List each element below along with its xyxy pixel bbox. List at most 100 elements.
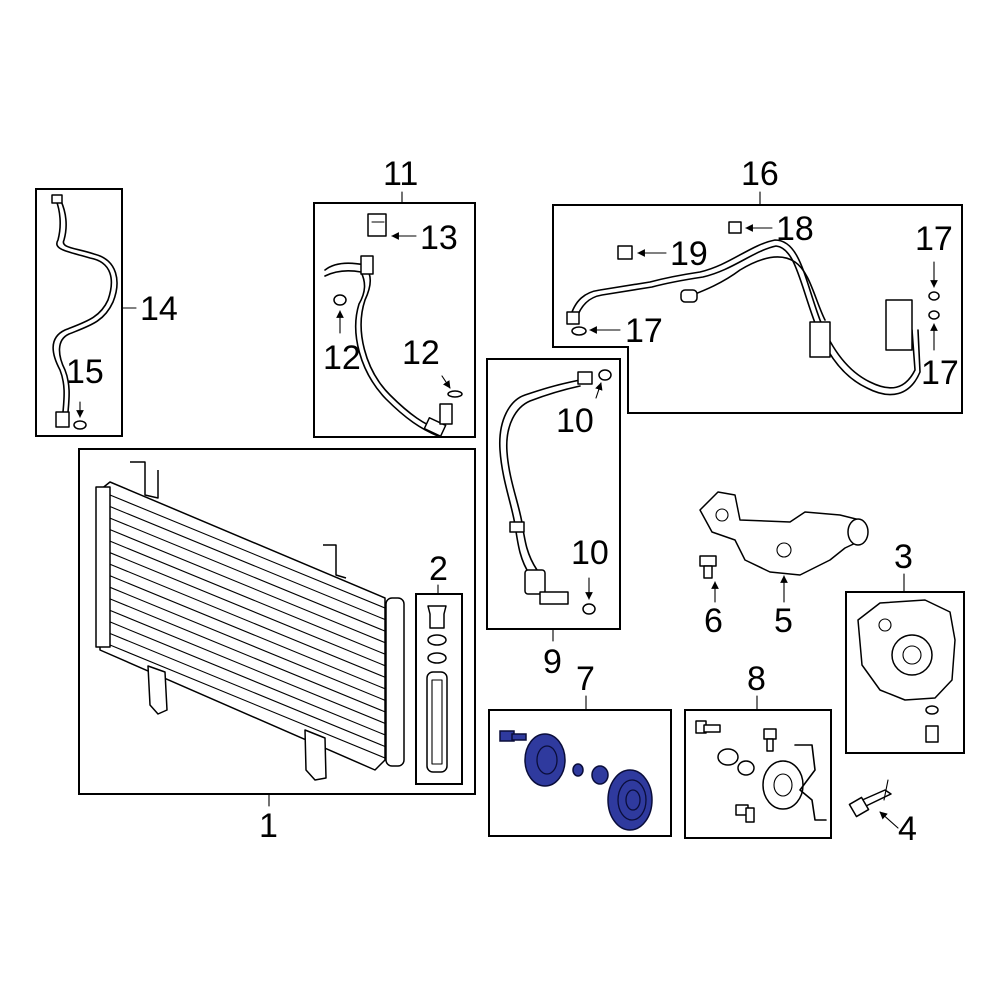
box-8: [684, 709, 832, 839]
callout-10-top: 10: [556, 402, 594, 440]
o-ring-17-bottom: [928, 310, 940, 320]
arrow-10-top: [595, 382, 603, 399]
callout-7: 7: [576, 660, 595, 698]
clutch-snap-ring: [591, 765, 609, 785]
box-14: [35, 188, 123, 437]
callout-12-right: 12: [402, 334, 440, 372]
callout-8: 8: [747, 660, 766, 698]
condenser-core: [99, 481, 386, 771]
callout-2: 2: [429, 550, 448, 588]
callout-3: 3: [894, 538, 913, 576]
suction-pipe: [569, 239, 916, 389]
callout-10-bottom: 10: [571, 534, 609, 572]
condenser-fin-line: [109, 598, 386, 713]
callout-17-top: 17: [915, 220, 953, 258]
o-ring-10-bottom: [582, 603, 596, 615]
liquid-line-fitting: [55, 411, 70, 428]
o-ring-17-top: [928, 291, 940, 301]
o-ring-15: [73, 420, 87, 430]
arrow-12-right: [441, 375, 451, 389]
discharge-hose: [324, 262, 441, 431]
condenser-fin-line: [109, 494, 386, 609]
condenser-fin-line: [109, 644, 386, 759]
o-ring-10-top: [598, 369, 612, 381]
pressure-switch-13: [367, 213, 387, 237]
callout-13: 13: [420, 219, 458, 257]
condenser-fin-line: [109, 609, 386, 724]
box-2: [415, 593, 463, 785]
nut-19: [617, 245, 633, 260]
o-ring-17-left: [571, 326, 587, 336]
callout-18: 18: [776, 210, 814, 248]
group-14-liquid-line: 14 15: [35, 188, 178, 437]
arrow-4: [879, 811, 899, 829]
callout-9: 9: [543, 643, 562, 681]
callout-12-left: 12: [323, 339, 361, 377]
group-11-discharge-hose: 11 13 12 12: [313, 155, 476, 438]
callout-11: 11: [383, 155, 418, 193]
callout-17-bottom: 17: [921, 354, 959, 392]
receiver-drier: [385, 597, 405, 767]
condenser-fin-line: [109, 563, 386, 678]
o-ring-12-right: [447, 390, 463, 398]
group-9-suction-hose: 10 10 9: [486, 358, 621, 681]
drier-o-ring-1: [427, 634, 447, 646]
condenser-fin-line: [109, 517, 386, 632]
group-5-compressor-bracket: 5 6: [699, 491, 869, 640]
callout-4: 4: [898, 810, 917, 848]
desiccant-bag: [426, 671, 448, 773]
clutch-bolt-shank: [511, 733, 527, 741]
bolt-4-head: [848, 796, 870, 818]
suction-fitting-right: [885, 299, 913, 351]
condenser-fin-line: [109, 575, 386, 690]
bracket-top-left: [130, 461, 159, 499]
liquid-line-pipe: [52, 199, 113, 413]
hose-fitting-lower: [423, 417, 447, 437]
callout-15: 15: [66, 353, 104, 391]
group-2-drier-kit: 2: [415, 550, 463, 785]
coil-washer-2: [737, 760, 755, 776]
callout-6: 6: [704, 602, 723, 640]
condenser-left-tank: [95, 486, 111, 648]
callout-17-left: 17: [625, 312, 663, 350]
compressor-o-ring: [925, 705, 939, 715]
coil-washer-1: [717, 748, 739, 766]
condenser-fin-line: [109, 529, 386, 644]
drier-plug: [427, 605, 447, 629]
callout-16: 16: [741, 155, 779, 193]
condenser-fin-line: [109, 552, 386, 667]
condenser-fin-line: [109, 505, 386, 621]
hose-9-block: [524, 569, 546, 595]
coil-wire: [794, 744, 827, 821]
group-7-clutch: 7: [488, 660, 672, 837]
condenser-fin-line: [109, 586, 386, 701]
hose-9-fitting-top: [577, 371, 593, 385]
condenser-fin-line: [109, 621, 386, 736]
box-3: [845, 591, 965, 754]
field-coil: [762, 760, 804, 810]
group-4-compressor-bolt: 4: [848, 779, 917, 848]
muffler: [809, 321, 831, 358]
box-7: [488, 709, 672, 837]
box-11: [313, 202, 476, 438]
group-1-condenser: 1: [78, 448, 476, 845]
drier-o-ring-2: [427, 652, 447, 664]
group-8-field-coil: 8: [684, 660, 832, 839]
box-9: [486, 358, 621, 630]
callout-19: 19: [670, 235, 708, 273]
nut-18: [728, 221, 742, 234]
bracket-bottom-right: [304, 729, 327, 781]
callout-1: 1: [259, 807, 278, 845]
box-16: [552, 204, 963, 414]
compressor-valve: [925, 725, 939, 743]
condenser-fin-line: [109, 540, 386, 655]
suction-hose-9: [499, 379, 581, 576]
bracket-top-right: [323, 544, 347, 579]
clutch-plate: [524, 733, 566, 787]
callout-14: 14: [140, 290, 178, 328]
bolt-6-head: [699, 555, 717, 567]
box-1: [78, 448, 476, 795]
bracket-bottom-left: [147, 665, 168, 715]
callout-5: 5: [774, 602, 793, 640]
